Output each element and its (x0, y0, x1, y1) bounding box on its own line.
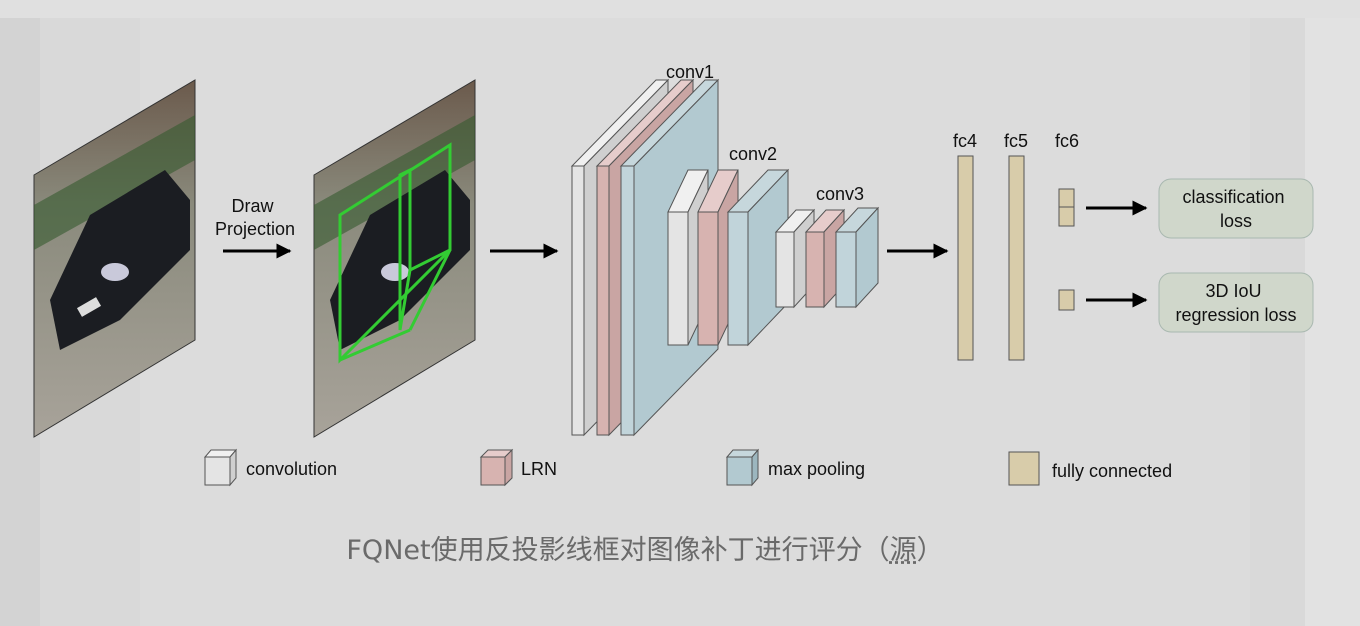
fc5-layer (1008, 155, 1025, 361)
fc5-label: fc5 (1004, 131, 1028, 151)
classification-loss-box (1158, 178, 1314, 239)
projected-image (313, 79, 476, 438)
regression-loss-label: 3D IoU regression loss (1175, 281, 1296, 325)
draw-projection-label: Draw Projection (215, 196, 295, 239)
fc4-layer (957, 155, 974, 361)
input-image (33, 79, 196, 438)
conv2-block (667, 168, 790, 347)
conv2-label: conv2 (729, 144, 777, 164)
fc6-regression-layer (1058, 289, 1075, 311)
legend-label-lrn: LRN (521, 459, 557, 479)
classification-loss-label: classification loss (1182, 187, 1289, 231)
legend-label-max-pooling: max pooling (768, 459, 865, 479)
legend-item-convolution: convolution (203, 448, 337, 487)
source-link[interactable]: 源 (889, 535, 917, 566)
caption-text: FQNet使用反投影线框对图像补丁进行评分（ (346, 535, 890, 566)
projection-wireframe (338, 142, 452, 364)
regression-loss-box (1158, 272, 1314, 333)
figure-caption: FQNet使用反投影线框对图像补丁进行评分（源） (0, 528, 1290, 567)
legend-item-lrn: LRN (479, 448, 557, 487)
legend-item-max-pooling: max pooling (725, 448, 865, 487)
legend: convolution LRN max pooling fully connec… (203, 448, 1172, 487)
background-panel-right (1305, 0, 1360, 626)
fc4-label: fc4 (953, 131, 977, 151)
caption-tail: ） (916, 535, 944, 566)
conv1-label: conv1 (666, 62, 714, 82)
fc6-label: fc6 (1055, 131, 1079, 151)
background-band-top (0, 0, 1360, 18)
conv3-block (774, 206, 880, 309)
legend-item-fully-connected: fully connected (1008, 451, 1172, 486)
legend-label-convolution: convolution (246, 459, 337, 479)
legend-label-fully-connected: fully connected (1052, 461, 1172, 481)
conv3-label: conv3 (816, 184, 864, 204)
